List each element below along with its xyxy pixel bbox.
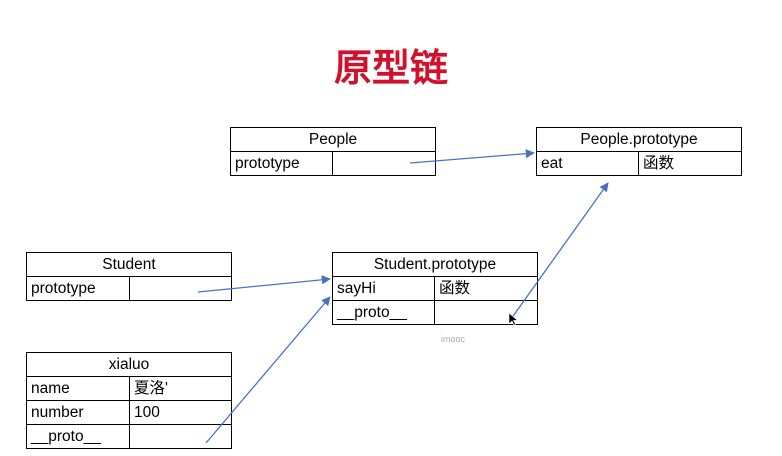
table-cell-value: [129, 276, 232, 301]
arrow-xialuo-proto-to-student-prototype: [205, 296, 331, 444]
people-table-header: People: [229, 127, 437, 152]
table-cell-value: 函数: [637, 151, 743, 176]
student-table-header: Student: [26, 252, 232, 277]
arrow-student-proto-to-people-prototype: [510, 182, 609, 320]
table-row: __proto__: [332, 300, 538, 325]
table-cell-value: [129, 424, 232, 449]
table-cell-value: 100: [129, 400, 232, 425]
people-prototype-table: People.prototype eat 函数: [535, 127, 743, 176]
xialuo-table: xialuo name 夏洛' number 100 __proto__: [26, 352, 232, 449]
table-cell-key: eat: [536, 151, 639, 176]
table-row: name 夏洛': [26, 376, 232, 401]
table-cell-value: [434, 300, 538, 325]
watermark: imooc: [441, 334, 466, 344]
arrow-people-to-people-prototype: [409, 149, 535, 164]
student-prototype-table-header: Student.prototype: [332, 252, 538, 277]
page-title: 原型链: [333, 46, 448, 90]
table-row: prototype: [26, 276, 232, 301]
table-cell-value: [331, 151, 437, 176]
table-row: __proto__: [26, 424, 232, 449]
table-cell-key: prototype: [26, 276, 130, 301]
table-row: prototype: [230, 151, 437, 176]
table-row: eat 函数: [536, 151, 743, 176]
arrow-student-to-student-prototype: [197, 275, 331, 293]
table-cell-key: name: [26, 376, 130, 401]
student-table: Student prototype: [26, 252, 232, 301]
people-table: People prototype: [229, 127, 437, 176]
table-cell-value: 夏洛': [129, 376, 232, 401]
table-cell-key: __proto__: [26, 424, 130, 449]
mouse-pointer-icon: [508, 312, 519, 326]
table-cell-value: 函数: [434, 276, 538, 301]
student-prototype-table: Student.prototype sayHi 函数 __proto__: [332, 252, 538, 325]
